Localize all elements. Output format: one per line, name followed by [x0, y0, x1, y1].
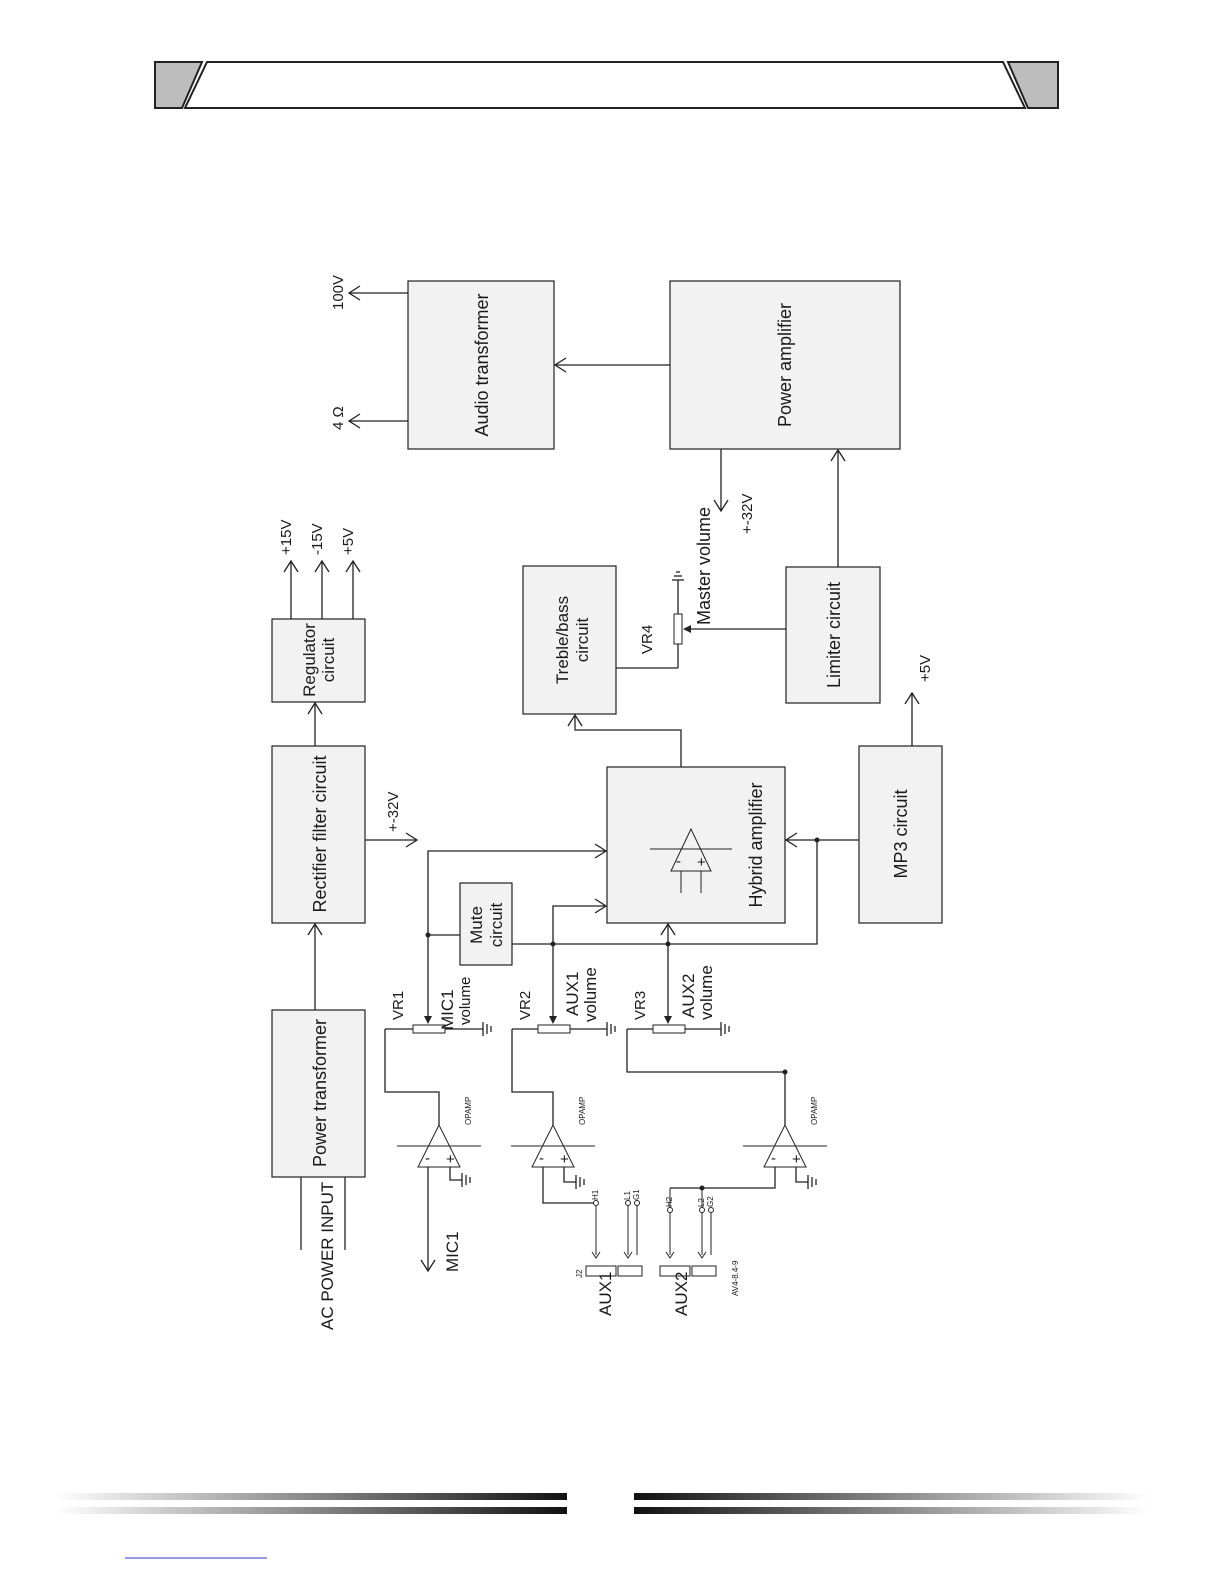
treble-bass-block: Treble/bass circuit: [522, 565, 617, 715]
l2-label: L2: [697, 1198, 706, 1207]
power-transformer-label: Power transformer: [310, 1019, 330, 1167]
limiter-block: Limiter circuit: [785, 566, 881, 704]
limiter-label: Limiter circuit: [824, 582, 844, 688]
svg-text:-: -: [425, 1150, 430, 1167]
svg-text:-: -: [539, 1150, 544, 1167]
aux1-jack: H1 L1 G1 J2 AUX1: [575, 1189, 643, 1316]
svg-text:+: +: [446, 1151, 455, 1168]
vr2-label: VR2: [517, 991, 534, 1020]
h1-label: H1: [591, 1189, 600, 1200]
regulator-block: Regulator circuit: [271, 618, 366, 703]
master-volume-label: Master volume: [694, 507, 714, 625]
audio-transformer-block: Audio transformer: [407, 280, 555, 450]
opamp1-label: OPAMP: [464, 1097, 473, 1125]
g2-label: G2: [706, 1196, 715, 1207]
mic1-label: MIC1: [443, 1231, 462, 1272]
ohm-label: 4 Ω: [330, 406, 347, 430]
header-banner: [154, 61, 1059, 109]
minus15-label: -15V: [309, 523, 326, 555]
hybrid-amplifier-block: Hybrid amplifier - +: [606, 766, 786, 924]
power-amplifier-label: Power amplifier: [775, 303, 795, 427]
volume-pots: VR1 MIC1 volume VR2 AUX1 volume VR3 AUX2…: [385, 965, 730, 1036]
vr4-label: VR4: [639, 625, 656, 654]
j2-label: J2: [575, 1269, 584, 1278]
mute-label-1: Mute: [467, 906, 486, 944]
plus5-mp3-label: +5V: [917, 655, 934, 682]
mute-block: Mute circuit: [459, 882, 513, 966]
g1-label: G1: [632, 1189, 641, 1200]
output-wiring: 100V 4 Ω +-32V Master volume VR4 +5V: [330, 275, 934, 848]
rectifier-block: Rectifier filter circuit: [271, 745, 366, 924]
aux2-volume-label-2: volume: [697, 965, 716, 1020]
mic1-volume-label-2: volume: [457, 977, 474, 1025]
plus5-reg-label: +5V: [340, 528, 357, 555]
mic1-volume-label-1: MIC1: [438, 989, 457, 1030]
l1-label: L1: [623, 1191, 632, 1200]
opamp2-label: OPAMP: [578, 1097, 587, 1125]
aux1-opamp: - + OPAMP: [511, 1029, 596, 1204]
svg-text:+: +: [697, 854, 706, 871]
aux1-volume-label-2: volume: [581, 967, 600, 1022]
opamp3-label: OPAMP: [810, 1097, 819, 1125]
power-transformer-block: Power transformer: [271, 1009, 366, 1178]
plus15-label: +15V: [278, 520, 295, 555]
svg-text:-: -: [771, 1150, 776, 1167]
ac-input-label: AC POWER INPUT: [318, 1182, 337, 1330]
aux2-jack: H2 L2 G2 AUX2 AV4-8.4-9: [659, 1185, 740, 1316]
footer-bars: [55, 1493, 1149, 1559]
v100-label: 100V: [330, 275, 347, 310]
aux2-label: AUX2: [672, 1272, 691, 1316]
power-wiring: AC POWER INPUT +15V -15V +5V +-32V: [278, 520, 419, 1330]
regulator-label-1: Regulator: [300, 623, 319, 697]
regulator-label-2: circuit: [319, 638, 338, 683]
aux2-volume-label-1: AUX2: [679, 974, 698, 1018]
svg-text:+: +: [792, 1151, 801, 1168]
treble-label-2: circuit: [573, 618, 592, 663]
audio-transformer-label: Audio transformer: [472, 293, 492, 436]
vr1-label: VR1: [390, 991, 407, 1020]
svg-text:+: +: [560, 1151, 569, 1168]
mp3-block: MP3 circuit: [858, 745, 943, 924]
svg-text:-: -: [676, 853, 681, 870]
aux2-opamp: - + OPAMP: [626, 1029, 827, 1189]
mic-opamp: - + MIC1 OPAMP: [384, 1029, 481, 1273]
power-amplifier-block: Power amplifier: [669, 280, 901, 450]
rectifier-label: Rectifier filter circuit: [310, 755, 330, 912]
vr3-label: VR3: [632, 991, 649, 1020]
av-code-label: AV4-8.4-9: [731, 1260, 740, 1296]
pm32-rect-label: +-32V: [385, 792, 402, 832]
h2-label: H2: [665, 1196, 674, 1207]
mute-label-2: circuit: [487, 903, 506, 948]
pm32-amp-label: +-32V: [739, 494, 756, 534]
hybrid-label: Hybrid amplifier: [746, 782, 766, 907]
aux1-label: AUX1: [596, 1272, 615, 1316]
input-wiring: [425, 837, 820, 1018]
aux1-volume-label-1: AUX1: [563, 972, 582, 1016]
treble-label-1: Treble/bass: [553, 596, 572, 684]
mp3-label: MP3 circuit: [891, 789, 911, 878]
